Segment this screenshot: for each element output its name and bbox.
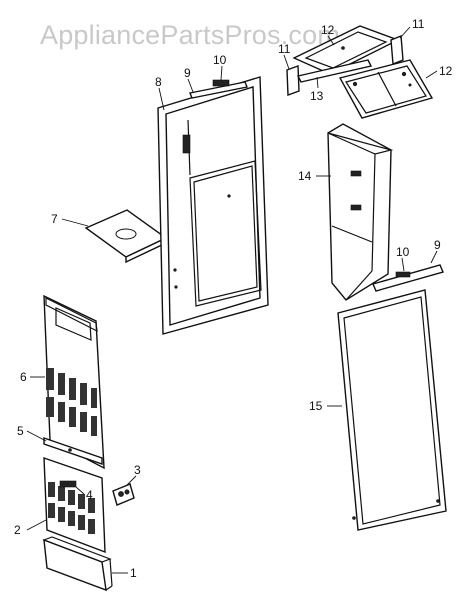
part-4-latch bbox=[59, 480, 85, 495]
part-12-panel-right bbox=[338, 59, 438, 119]
callout-1: 1 bbox=[130, 566, 137, 580]
part-7-bracket bbox=[61, 209, 168, 264]
callout-5: 5 bbox=[17, 424, 24, 438]
callout-10-right: 10 bbox=[396, 245, 410, 259]
callout-7: 7 bbox=[51, 212, 58, 226]
callout-2: 2 bbox=[14, 523, 21, 537]
callout-15: 15 bbox=[309, 399, 323, 413]
part-11-bracket-right bbox=[390, 26, 411, 66]
part-13-bar bbox=[296, 59, 373, 89]
callout-9-top: 9 bbox=[184, 66, 191, 80]
callout-8: 8 bbox=[155, 75, 162, 89]
part-5-trim-strip bbox=[26, 430, 103, 465]
part-11-bracket-left bbox=[283, 54, 300, 96]
part-1-base-strip bbox=[42, 536, 128, 592]
part-9-strip-right bbox=[372, 250, 444, 292]
callout-12-right: 12 bbox=[439, 64, 453, 78]
watermark-text: AppliancePartsPros.com bbox=[40, 20, 340, 50]
callout-3: 3 bbox=[134, 463, 141, 477]
callout-4: 4 bbox=[86, 488, 93, 502]
part-14-rear-panel bbox=[316, 123, 394, 301]
part-15-door-panel bbox=[327, 289, 447, 531]
part-6-upper-grille bbox=[30, 294, 105, 470]
callout-11-left: 11 bbox=[278, 42, 291, 56]
callout-10-top: 10 bbox=[213, 53, 227, 67]
callout-11-right: 11 bbox=[412, 17, 425, 31]
callout-13: 13 bbox=[310, 89, 324, 103]
part-3-screws bbox=[112, 475, 137, 506]
callout-9-right: 9 bbox=[434, 238, 441, 252]
part-8-frame bbox=[157, 76, 269, 335]
part-10-clip-top bbox=[212, 65, 230, 87]
callout-12-top: 12 bbox=[321, 23, 335, 37]
part-2-lower-grille bbox=[26, 457, 106, 554]
part-10-clip-right bbox=[395, 257, 411, 278]
callout-14: 14 bbox=[298, 169, 312, 183]
callout-6: 6 bbox=[20, 370, 27, 384]
